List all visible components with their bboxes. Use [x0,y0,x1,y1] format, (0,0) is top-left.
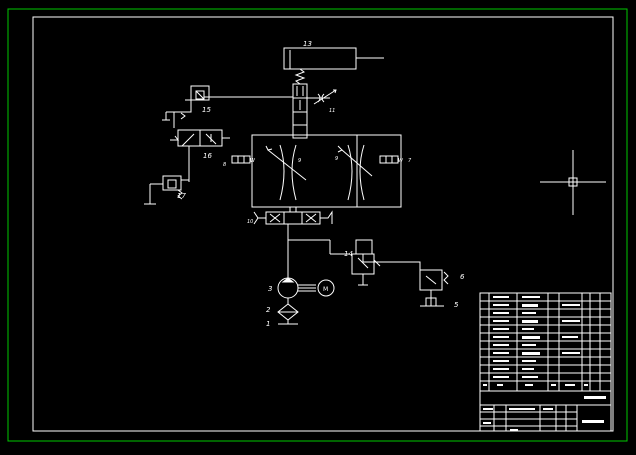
label-main-valve: 10 [247,219,253,225]
label-flow-right: 9 [335,156,338,162]
component-labels: 13 15 16 17 14 3 2 1 6 5 11 8 7 W W 10 9… [177,40,465,328]
main-valve-10 [265,211,321,225]
inner-frame [32,16,614,432]
crosshair-icon [540,150,606,215]
motor-icon [317,279,335,297]
label-right-block: 7 [408,158,412,164]
label-valve-14: 14 [344,250,353,258]
label-cylinder: 13 [303,40,312,48]
label-valve-16: 16 [203,152,212,160]
label-valve-15: 15 [202,106,211,114]
cylinder-13 [283,47,357,70]
label-filter: 2 [266,306,271,314]
valve-17 [162,175,182,191]
label-right-coil: W [398,158,404,164]
label-pump: 3 [268,285,272,293]
label-left-coil: W [250,158,256,164]
label-relief-6: 6 [460,273,465,281]
label-motor: M [323,286,328,293]
title-block [479,292,612,432]
label-valve-17: 17 [177,192,186,200]
schematic-lines [144,47,612,432]
valve-14 [355,239,373,255]
right-block-7 [356,134,402,208]
label-left-block: 8 [223,162,226,168]
title-block-marks [483,296,606,431]
main-manifold [251,134,358,208]
valve-15 [190,85,210,101]
label-throttle-11: 11 [329,108,335,114]
label-flow-left: 9 [298,158,301,164]
label-gauge-5: 5 [454,301,459,309]
outer-frame [7,8,628,442]
label-tank: 1 [266,320,270,328]
valve-column [292,83,308,139]
